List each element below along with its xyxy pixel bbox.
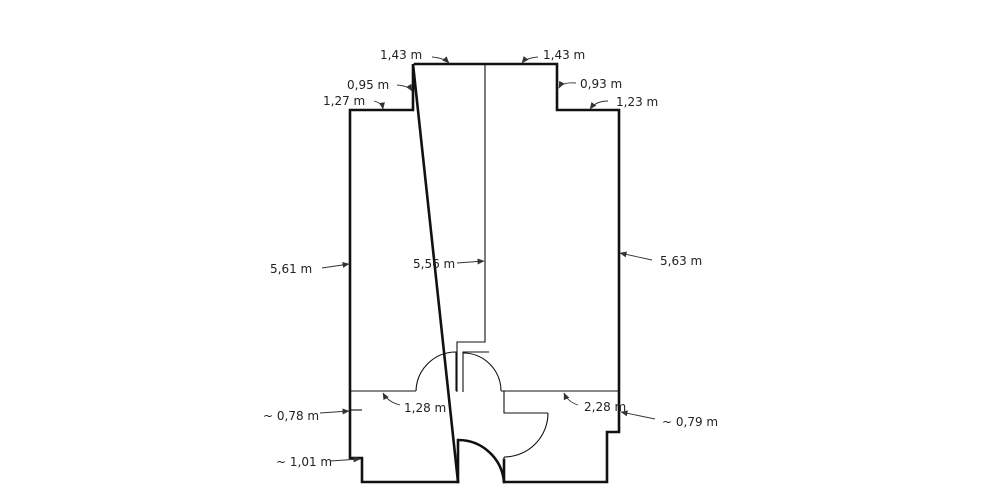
label-right-step: 0,93 m [580, 77, 622, 91]
door-swing-upper-left [415, 351, 457, 392]
outer-wall [348, 62, 621, 484]
label-left-cross: 1,28 m [404, 401, 446, 415]
door-swing-entrance [456, 438, 506, 484]
arrow-top-right-inner [521, 56, 539, 64]
arrow-bottom-left-step [329, 456, 361, 463]
arrow-left-top [373, 100, 385, 110]
arrow-left-wall [321, 261, 350, 269]
arrow-right-lower-step [620, 410, 656, 420]
arrow-right-top [589, 100, 609, 110]
center-divider-wall-right [462, 351, 489, 392]
door-swing-lower-right [503, 412, 549, 458]
label-right-lower-step: ~ 0,79 m [662, 415, 718, 429]
label-right-cross: 2,28 m [584, 400, 626, 414]
arrow-right-wall [619, 251, 653, 261]
arrow-center-wall [456, 258, 485, 265]
center-divider-wall [456, 64, 486, 392]
arrow-top-left-inner [431, 56, 450, 64]
arrow-left-step [396, 83, 413, 92]
door-swing-upper-right [462, 352, 502, 392]
label-left-lower-step: ~ 0,78 m [263, 409, 319, 423]
arrow-left-lower-step [319, 408, 350, 415]
label-right-top: 1,23 m [616, 95, 658, 109]
wall-lower-right [503, 391, 548, 414]
label-bottom-left-step: ~ 1,01 m [276, 455, 332, 469]
label-left-top: 1,27 m [323, 94, 365, 108]
label-top-left-inner: 1,43 m [380, 48, 422, 62]
label-top-right-inner: 1,43 m [543, 48, 585, 62]
arrow-right-step [558, 80, 577, 89]
label-center-wall: 5,56 m [413, 257, 455, 271]
arrow-left-cross [382, 392, 401, 406]
label-right-wall: 5,63 m [660, 254, 702, 268]
label-left-wall: 5,61 m [270, 262, 312, 276]
label-left-step: 0,95 m [347, 78, 389, 92]
arrow-right-cross [563, 392, 579, 406]
